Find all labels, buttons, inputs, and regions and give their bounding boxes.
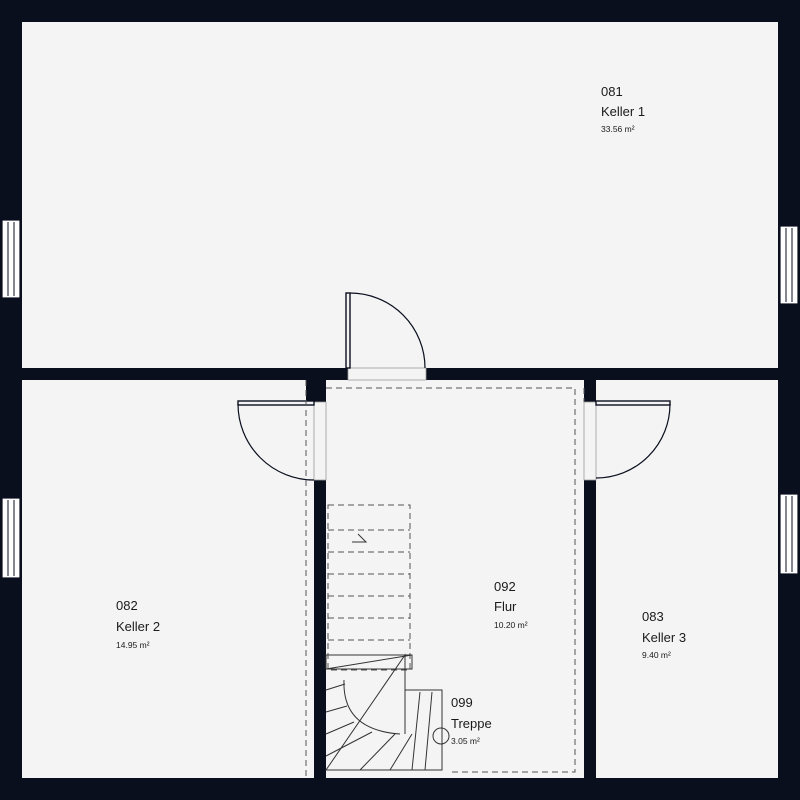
- room-number: 083: [642, 609, 664, 624]
- room-area: 10.20 m²: [494, 620, 528, 630]
- wall-segment: [584, 380, 596, 402]
- door-keller-3[interactable]: [595, 400, 671, 479]
- room-name: Treppe: [451, 716, 492, 731]
- room-flur[interactable]: [326, 380, 584, 778]
- door-opening-keller-2: [313, 401, 327, 481]
- room-keller-1[interactable]: [22, 22, 778, 368]
- room-name: Keller 3: [642, 630, 686, 645]
- wall-segment: [306, 380, 326, 402]
- room-name: Flur: [494, 599, 517, 614]
- window-right-upper: [779, 225, 799, 305]
- room-area: 3.05 m²: [451, 736, 480, 746]
- hall-dashed-outline: [305, 380, 585, 778]
- room-number: 081: [601, 84, 623, 99]
- staircase: [325, 529, 450, 771]
- room-keller-2[interactable]: [22, 380, 306, 778]
- room-number: 099: [451, 695, 473, 710]
- window-right-lower: [779, 493, 799, 575]
- room-area: 14.95 m²: [116, 640, 150, 650]
- label-flur: 092 Flur 10.20 m²: [494, 579, 528, 630]
- wall-segment: [584, 480, 596, 778]
- stair-dashed-outline: [327, 504, 411, 671]
- door-opening-keller-3: [583, 401, 597, 481]
- wall-segment: [314, 480, 326, 778]
- label-treppe: 099 Treppe 3.05 m²: [451, 695, 492, 746]
- door-keller-2[interactable]: [237, 400, 315, 481]
- label-keller-2: 082 Keller 2 14.95 m²: [116, 598, 160, 650]
- door-keller-1[interactable]: [345, 292, 426, 369]
- room-number: 082: [116, 598, 138, 613]
- window-left-upper: [1, 219, 21, 299]
- room-area: 9.40 m²: [642, 650, 671, 660]
- label-keller-3: 083 Keller 3 9.40 m²: [642, 609, 686, 660]
- room-keller-3[interactable]: [596, 380, 778, 778]
- room-number: 092: [494, 579, 516, 594]
- room-area: 33.56 m²: [601, 124, 635, 134]
- room-name: Keller 2: [116, 619, 160, 634]
- room-name: Keller 1: [601, 104, 645, 119]
- window-left-lower: [1, 497, 21, 579]
- label-keller-1: 081 Keller 1 33.56 m²: [601, 84, 645, 134]
- hall-strip: [306, 402, 314, 778]
- door-opening-keller-1: [347, 367, 427, 381]
